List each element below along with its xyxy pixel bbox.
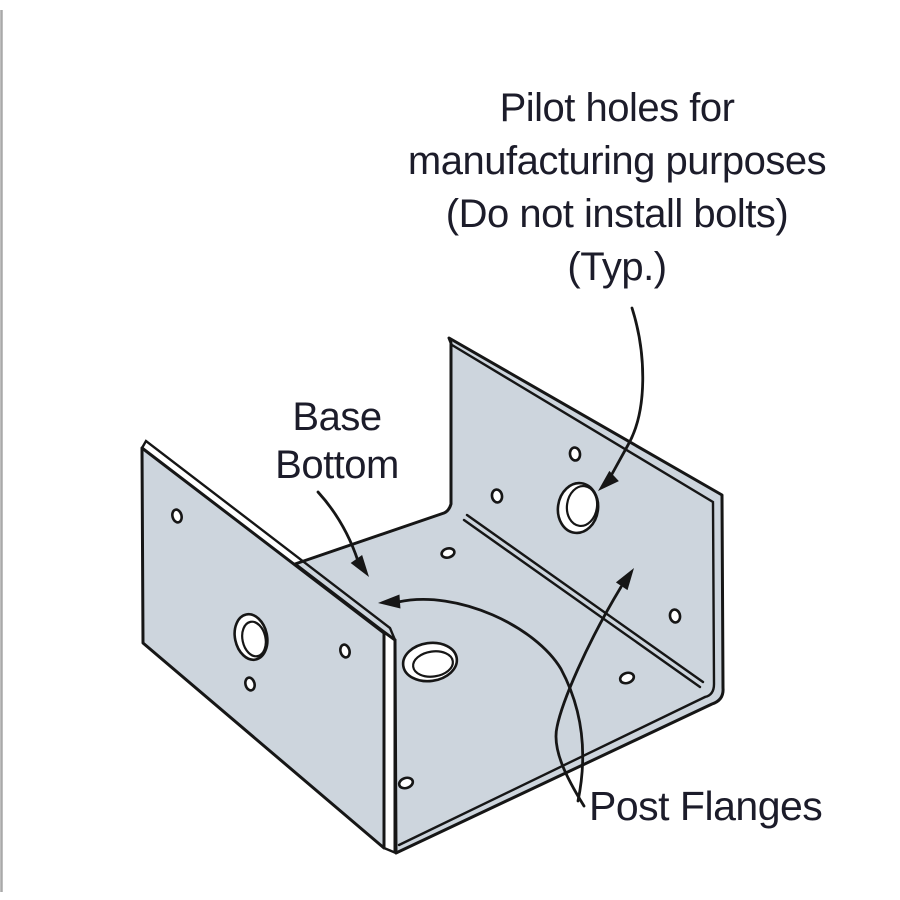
nail-hole [490,488,504,504]
right-flange-holes [490,446,682,624]
base-bottom-leader-arrow [316,490,369,577]
left-flange-holes [171,508,351,692]
base-bottom-label-line2: Bottom [275,443,399,487]
base-bottom-label-line1: Base [292,395,382,439]
post-flanges-label: Post Flanges [589,783,823,829]
base-bottom-large-hole-bore [412,650,454,678]
pilot-holes-label-line4: (Typ.) [567,245,667,289]
nail-hole [568,446,582,462]
nail-hole [618,671,636,685]
fold-line-outer [462,518,702,689]
base-bottom-holes [397,547,636,790]
nail-hole [244,676,256,692]
pilot-holes-label-line1: Pilot holes for [499,86,735,130]
post-flanges-leader-right [554,568,634,808]
pilot-hole-right-bore [565,484,599,528]
nail-hole [397,776,415,790]
pilot-holes-leader-arrow [598,306,645,491]
post-flanges-leader-left [378,594,585,803]
edge-detail-lines [140,343,716,855]
nail-hole [339,643,351,659]
pilot-hole-left-bore [241,620,267,658]
nail-hole [440,547,456,559]
pilot-holes-label-line3: (Do not install bolts) [445,192,789,236]
nail-hole [171,508,183,524]
fold-line-inner [465,513,705,684]
pilot-holes-label-line2: manufacturing purposes [407,139,827,183]
base-bottom-label: Base Bottom [187,393,487,489]
nail-hole [668,608,682,624]
pilot-holes-label: Pilot holes for manufacturing purposes (… [337,82,897,294]
